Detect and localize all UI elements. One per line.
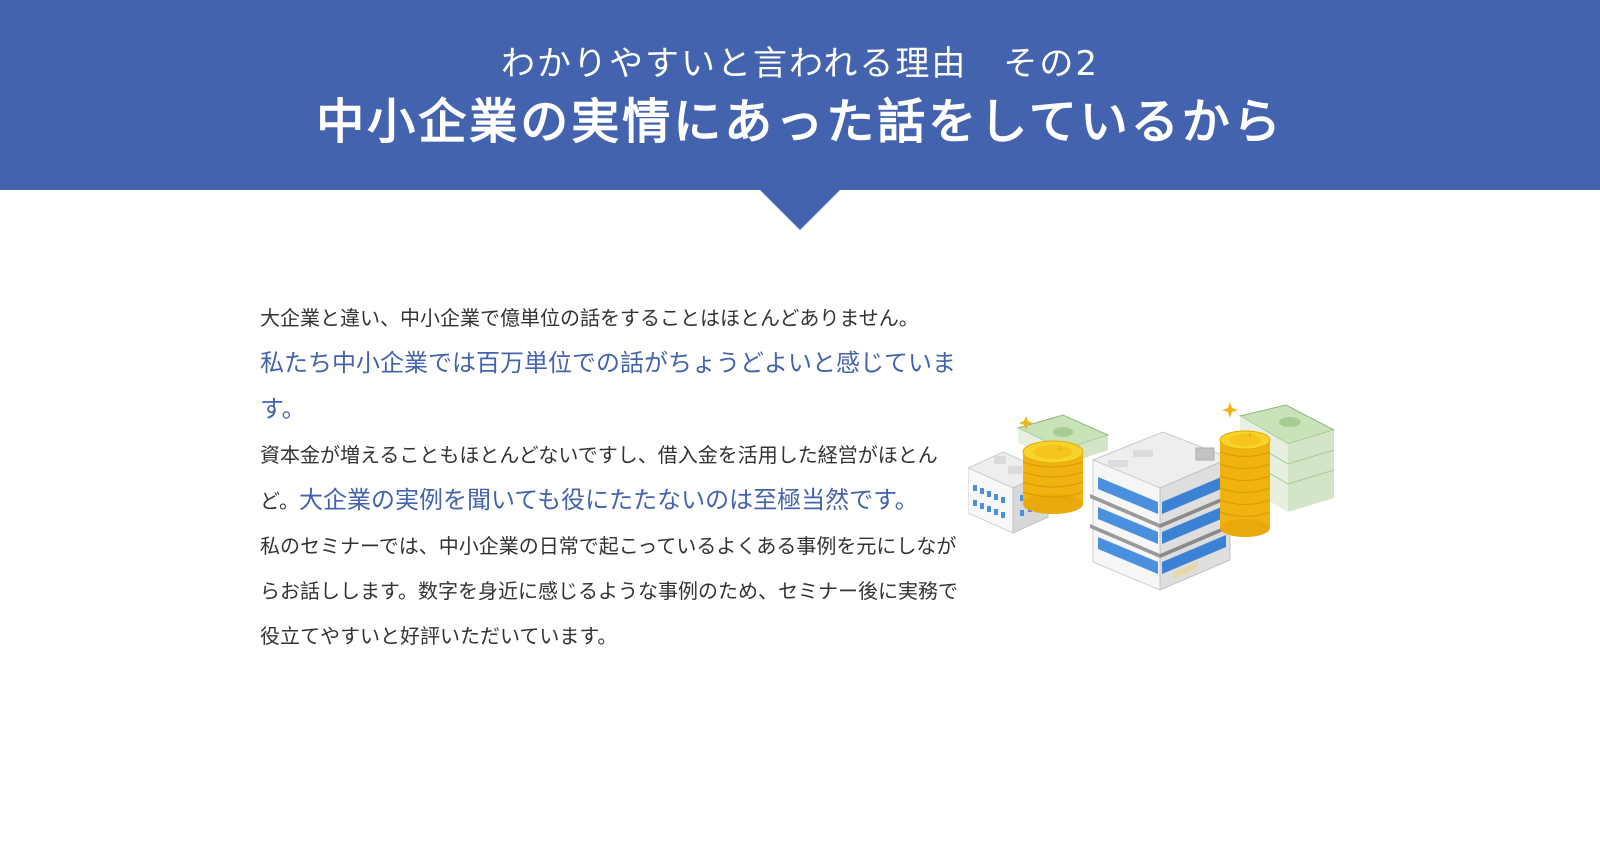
coin-stack-left-icon bbox=[1022, 440, 1084, 514]
header-title: 中小企業の実情にあった話をしているから bbox=[316, 94, 1284, 150]
sparkle-icon bbox=[1019, 402, 1255, 454]
buildings-coins-money-illustration bbox=[968, 402, 1336, 591]
paragraph-2-text: 資本金が増えることもほとんどないですし、借入金を活用した経営がほとんど。 bbox=[260, 443, 938, 513]
coin-stack-right-icon bbox=[1219, 430, 1271, 537]
paragraph-1: 大企業と違い、中小企業で億単位の話をすることはほとんどありません。 私たち中小企… bbox=[260, 296, 960, 433]
header-band bbox=[0, 0, 1600, 190]
body-text: 大企業と違い、中小企業で億単位の話をすることはほとんどありません。 私たち中小企… bbox=[260, 296, 960, 659]
office-building-icon bbox=[1090, 431, 1233, 591]
header-down-arrow bbox=[759, 189, 841, 230]
paragraph-1-intro: 大企業と違い、中小企業で億単位の話をすることはほとんどありません。 bbox=[260, 306, 919, 330]
header-subtitle: わかりやすいと言われる理由 その2 bbox=[501, 44, 1099, 84]
paragraph-2: 資本金が増えることもほとんどないですし、借入金を活用した経営がほとんど。大企業の… bbox=[260, 433, 960, 524]
paragraph-3: 私のセミナーでは、中小企業の日常で起こっているよくある事例を元にしながらお話しし… bbox=[260, 534, 958, 648]
paragraph-1-highlight: 私たち中小企業では百万単位での話がちょうどよいと感じています。 bbox=[260, 349, 956, 423]
paragraph-2-highlight: 大企業の実例を聞いても役にたたないのは至極当然です。 bbox=[299, 486, 919, 514]
